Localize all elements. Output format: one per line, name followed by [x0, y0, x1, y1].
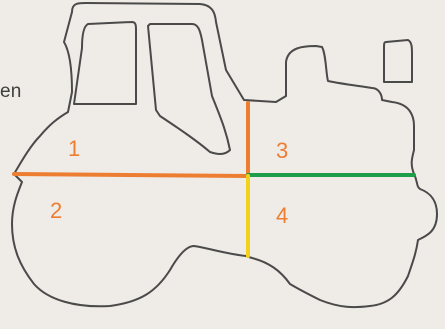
exhaust-pipe [384, 40, 412, 82]
horizontal-left-divider [14, 174, 248, 176]
cab-window-left [74, 22, 136, 104]
region-label-1: 1 [68, 138, 80, 160]
region-label-2: 2 [50, 200, 62, 222]
region-label-3: 3 [276, 140, 288, 162]
cab-window-right [148, 24, 230, 154]
region-label-4: 4 [276, 205, 288, 227]
